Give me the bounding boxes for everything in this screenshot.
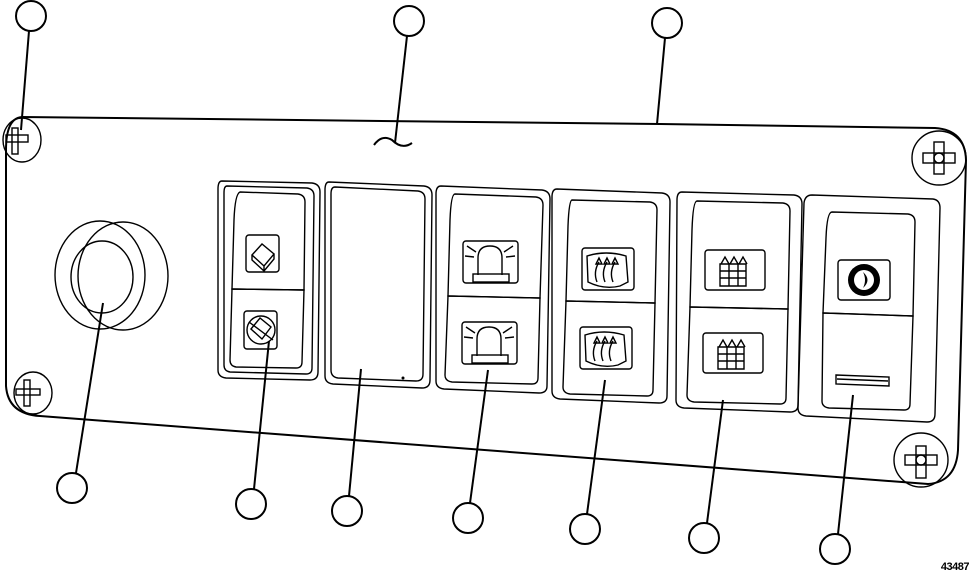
- callout-9: [688, 399, 724, 554]
- indicator-bar-icon: [835, 374, 890, 387]
- illumination-gear-moon-icon: [837, 259, 891, 301]
- beacon-light-icon: [461, 321, 518, 365]
- rear-defrost-switch: [551, 188, 671, 404]
- callout-4: [56, 302, 104, 504]
- rear-window-heat-icon: [579, 326, 633, 370]
- panel-plate: [5, 115, 968, 486]
- grid-heat-icon: [702, 332, 764, 374]
- callout-10: [819, 394, 854, 565]
- beacon-light-icon: [462, 240, 519, 284]
- cable-squiggle: [373, 136, 413, 147]
- callout-7: [452, 369, 489, 534]
- key-cube-icon: [245, 234, 280, 273]
- key-cube-crossed-icon: [243, 310, 278, 350]
- rotary-knob: [54, 220, 169, 331]
- callout-2: [393, 5, 425, 144]
- dimmer-switch: [797, 194, 941, 423]
- callout-6: [331, 368, 363, 527]
- beacon-key-switch: [217, 180, 321, 381]
- phillips-screw-icon: [911, 130, 967, 186]
- rear-window-heat-icon: [581, 247, 635, 291]
- callout-5: [235, 340, 270, 520]
- phillips-screw-icon: [13, 371, 53, 415]
- grid-heat-icon: [704, 249, 766, 291]
- beacon-switch: [435, 185, 551, 394]
- phillips-screw-icon: [893, 432, 949, 488]
- callout-1: [15, 0, 47, 131]
- blank-plug: [324, 181, 433, 389]
- callout-3: [651, 7, 683, 125]
- figure-number: 43487: [940, 561, 970, 573]
- window-heat-switch: [675, 191, 803, 413]
- callout-8: [569, 379, 606, 545]
